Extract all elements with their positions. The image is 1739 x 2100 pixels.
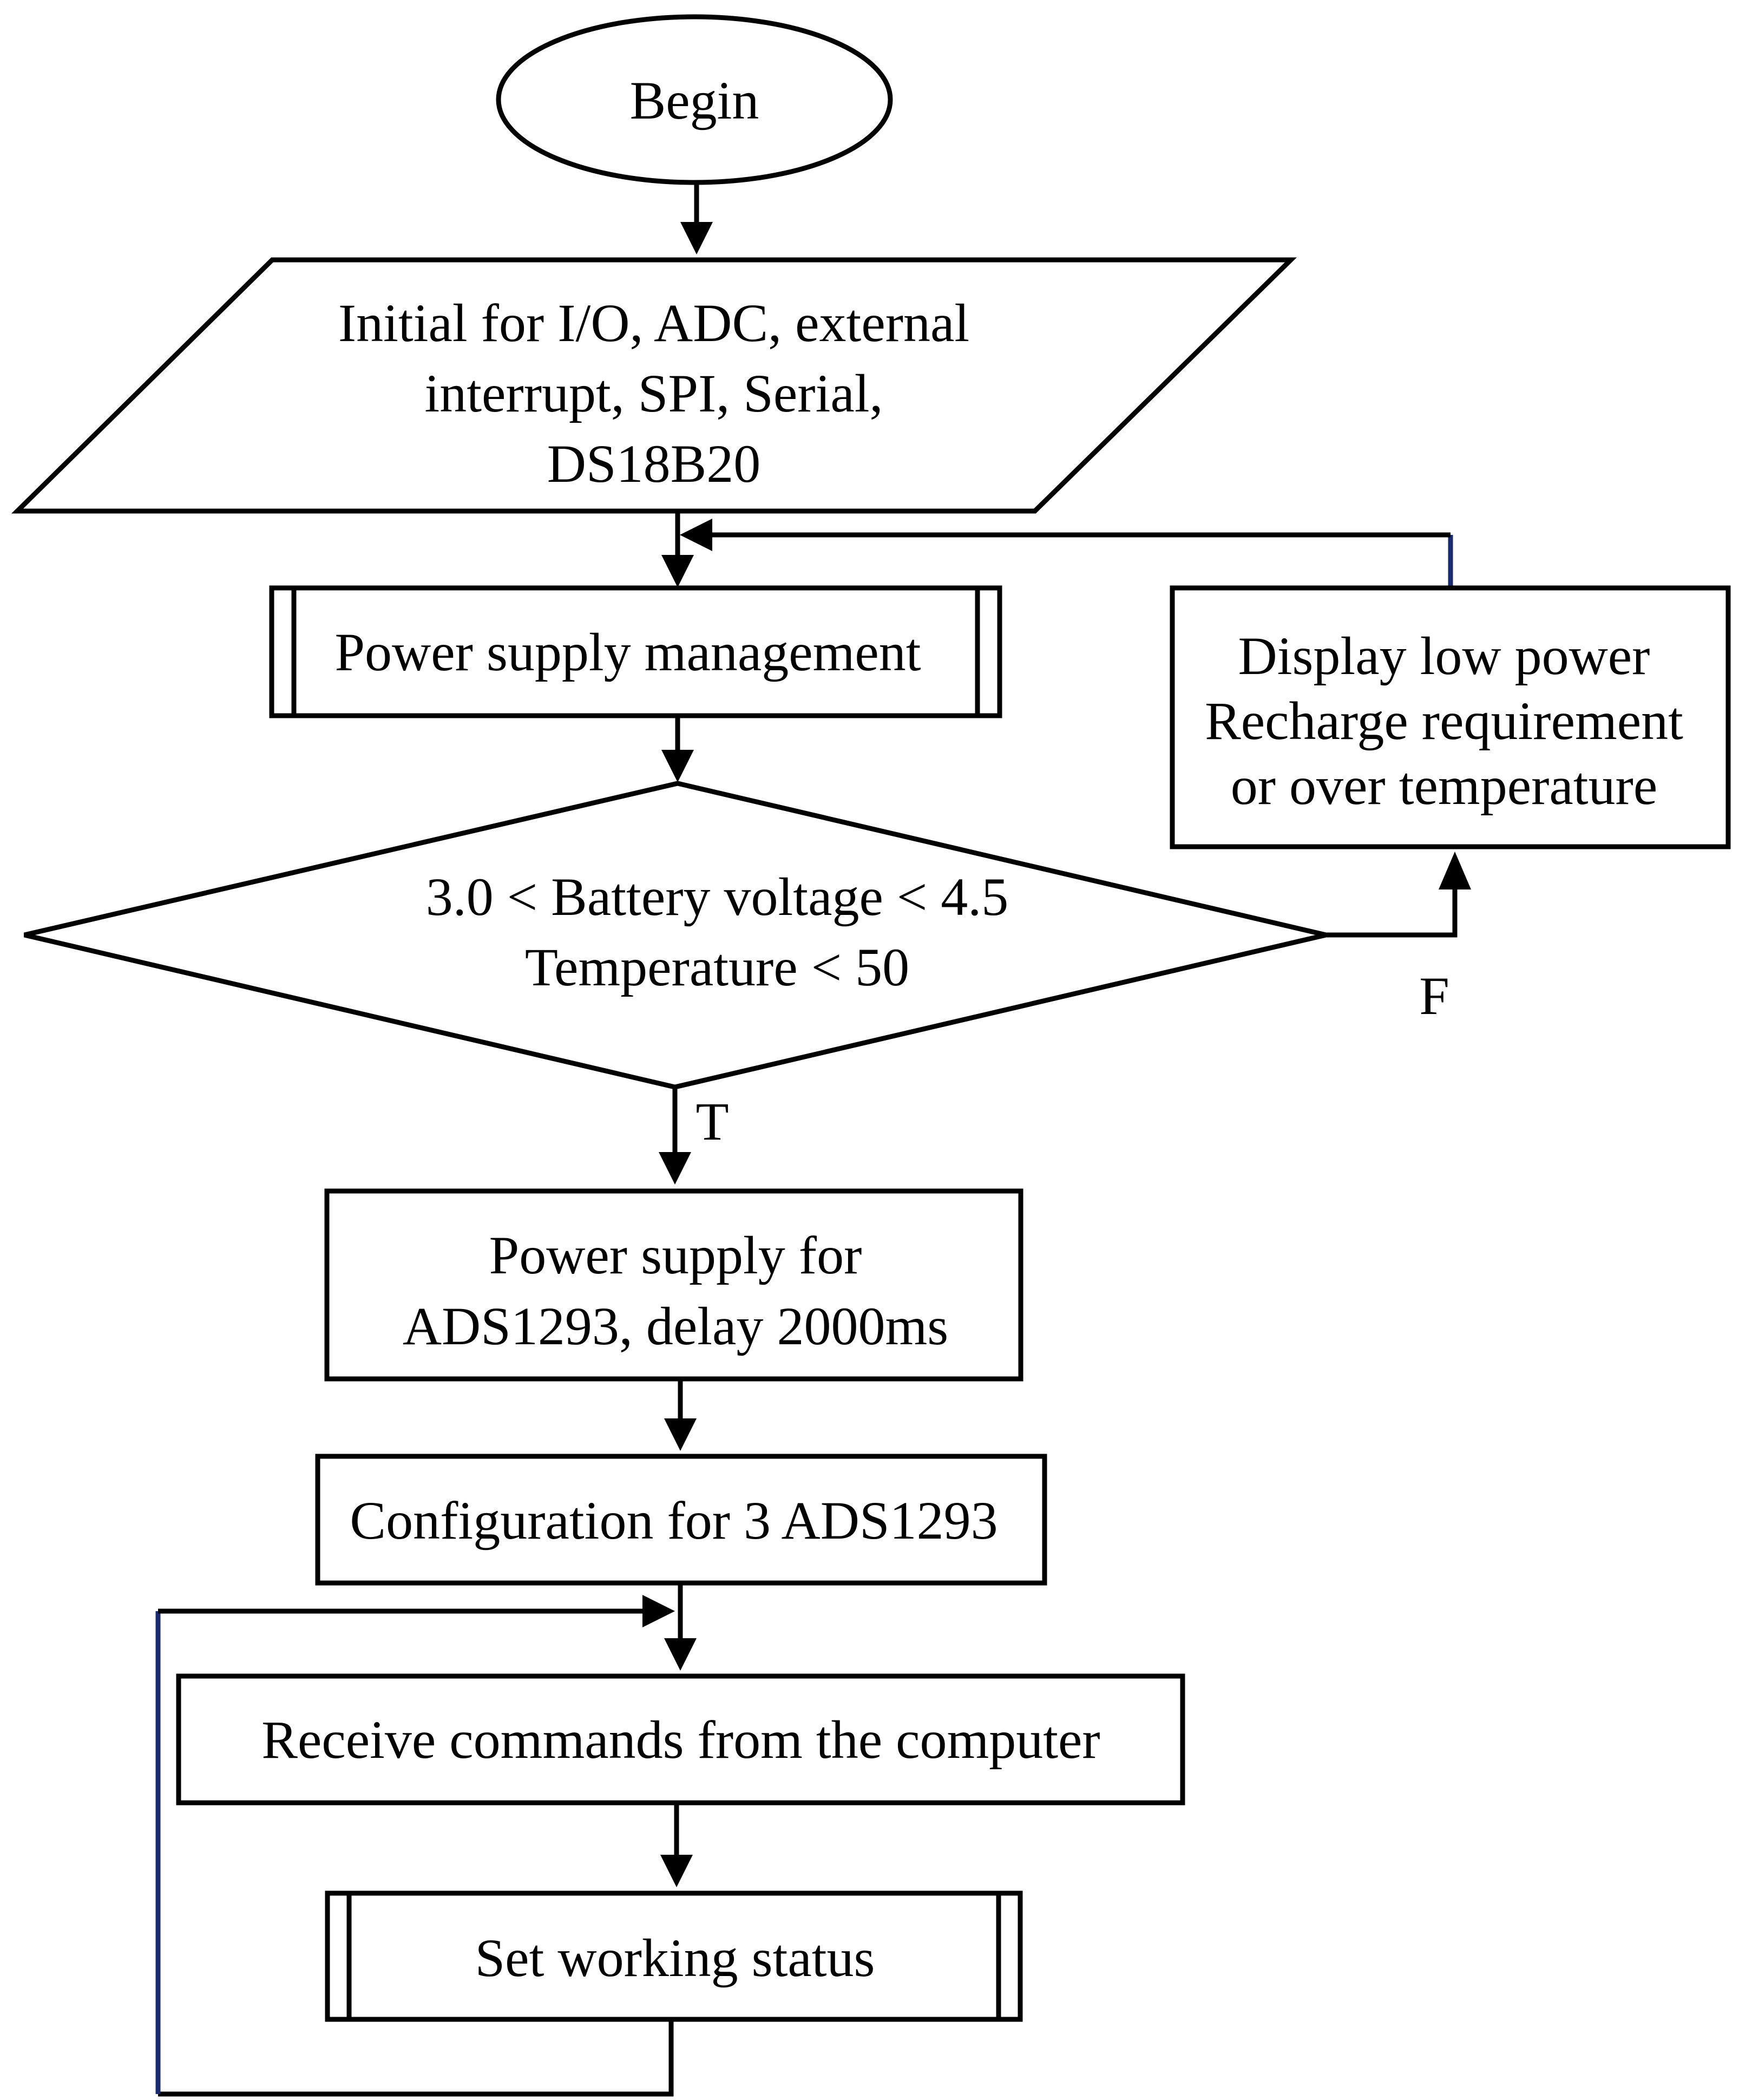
configuration-node: Configuration for 3 ADS1293 [315, 1454, 1047, 1586]
edge-display-loop-back [680, 519, 1453, 586]
display-label-line-3: or over temperature [1231, 756, 1657, 816]
display-low-power-node: Display low power Recharge requirement o… [1170, 585, 1731, 849]
display-label-line-2: Recharge requirement [1205, 691, 1683, 751]
edge-config-to-receive [664, 1583, 697, 1671]
edge-power-management-to-decision [661, 716, 694, 782]
receive-commands-label: Receive commands from the computer [261, 1710, 1100, 1770]
edge-begin-to-init [680, 183, 713, 254]
configuration-label: Configuration for 3 ADS1293 [350, 1490, 998, 1551]
display-label-line-1: Display low power [1238, 626, 1650, 686]
set-working-status-subroutine: Set working status [325, 1890, 1023, 2022]
power-supply-label-line-2: ADS1293, delay 2000ms [403, 1296, 948, 1356]
init-io-node: Initial for I/O, ADC, external interrupt… [11, 257, 1297, 514]
begin-terminator: Begin [496, 14, 893, 185]
battery-temperature-decision: 3.0 < Battery voltage < 4.5 Temperature … [23, 781, 1327, 1090]
edge-set-status-loop-back [155, 1595, 675, 2097]
edge-decision-false-to-display [1326, 852, 1471, 938]
power-supply-label-line-1: Power supply for [489, 1225, 862, 1285]
power-management-subroutine: Power supply management [269, 585, 1002, 718]
true-branch-label: T [695, 1091, 729, 1152]
set-working-status-label: Set working status [475, 1928, 875, 1988]
decision-label-line-1: 3.0 < Battery voltage < 4.5 [426, 867, 1008, 927]
begin-label: Begin [630, 70, 759, 130]
receive-commands-node: Receive commands from the computer [176, 1673, 1185, 1805]
init-label-line-3: DS18B20 [547, 434, 761, 494]
power-management-label: Power supply management [334, 622, 921, 682]
power-supply-ads1293-node: Power supply for ADS1293, delay 2000ms [324, 1188, 1023, 1382]
edge-receive-to-set-status [660, 1803, 693, 1887]
init-label-line-2: interrupt, SPI, Serial, [424, 363, 883, 423]
false-branch-label: F [1419, 966, 1449, 1026]
edge-power-supply-to-config [664, 1379, 697, 1451]
init-label-line-1: Initial for I/O, ADC, external [338, 293, 969, 353]
decision-label-line-2: Temperature < 50 [525, 937, 909, 997]
edge-decision-true-to-power-supply [659, 1088, 691, 1185]
edge-init-to-power-management [661, 511, 694, 587]
